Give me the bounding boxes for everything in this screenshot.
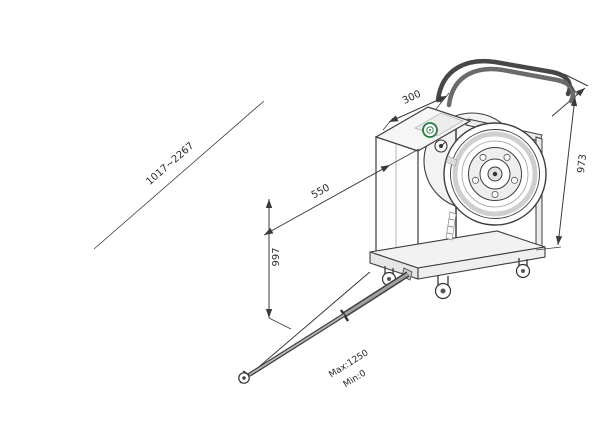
- extension-line: [563, 73, 589, 87]
- extension-line: [567, 81, 579, 96]
- caster-center: [434, 275, 452, 300]
- control-panel: [414, 112, 464, 167]
- brand-logo-dot: [429, 129, 431, 131]
- extension-line: [535, 246, 562, 251]
- lance-lower-tube-highlight: [248, 314, 345, 376]
- lance-upper-tube-highlight: [343, 272, 409, 317]
- extension-line: [268, 317, 292, 330]
- reel-axle: [492, 171, 498, 177]
- rear-height-label: 973: [576, 154, 589, 174]
- brand-logo-ring: [426, 126, 434, 134]
- extension-line: [389, 148, 420, 166]
- reel-coil: [452, 131, 538, 217]
- strap-reel: [443, 122, 547, 226]
- reel-hole: [510, 176, 518, 184]
- label-line: [447, 225, 454, 228]
- frame-label-sticker: [445, 211, 457, 241]
- dimension-line: [388, 95, 448, 123]
- dimension-text-line: [93, 100, 265, 250]
- lance-tip-roller-hub: [242, 376, 246, 380]
- overall-length-label: 1017~2267: [144, 141, 196, 188]
- reel-hole: [491, 190, 499, 198]
- base-front-right: [417, 246, 546, 280]
- caster-hub: [440, 288, 446, 294]
- dimension-lance-travel: Max:1250 Min:0: [327, 348, 370, 390]
- handle-tube-front: [446, 66, 576, 108]
- label-line: [446, 232, 453, 235]
- telescopic-lance: [238, 267, 413, 384]
- lance-collar: [339, 309, 350, 322]
- body-width-label: 550: [310, 182, 332, 201]
- caster-hub: [387, 277, 391, 281]
- reel-coil-inner: [461, 140, 529, 208]
- label-line: [448, 218, 455, 221]
- caster-hub: [521, 269, 525, 273]
- control-dial-pointer: [440, 142, 446, 147]
- reel-hole: [471, 176, 479, 184]
- machine: [238, 58, 576, 384]
- reel-rim: [450, 129, 540, 219]
- dimension-rear-height: 973: [535, 81, 589, 251]
- reel-hole: [503, 153, 511, 161]
- dimension-line: [263, 164, 391, 236]
- front-height-label: 997: [271, 247, 282, 266]
- dimension-line: [555, 96, 578, 246]
- dimension-front-height: 997: [265, 199, 292, 330]
- caster-right: [515, 258, 531, 279]
- panel-label-chip: [445, 155, 458, 167]
- reel-hole: [479, 153, 487, 161]
- top-width-label: 300: [401, 89, 423, 107]
